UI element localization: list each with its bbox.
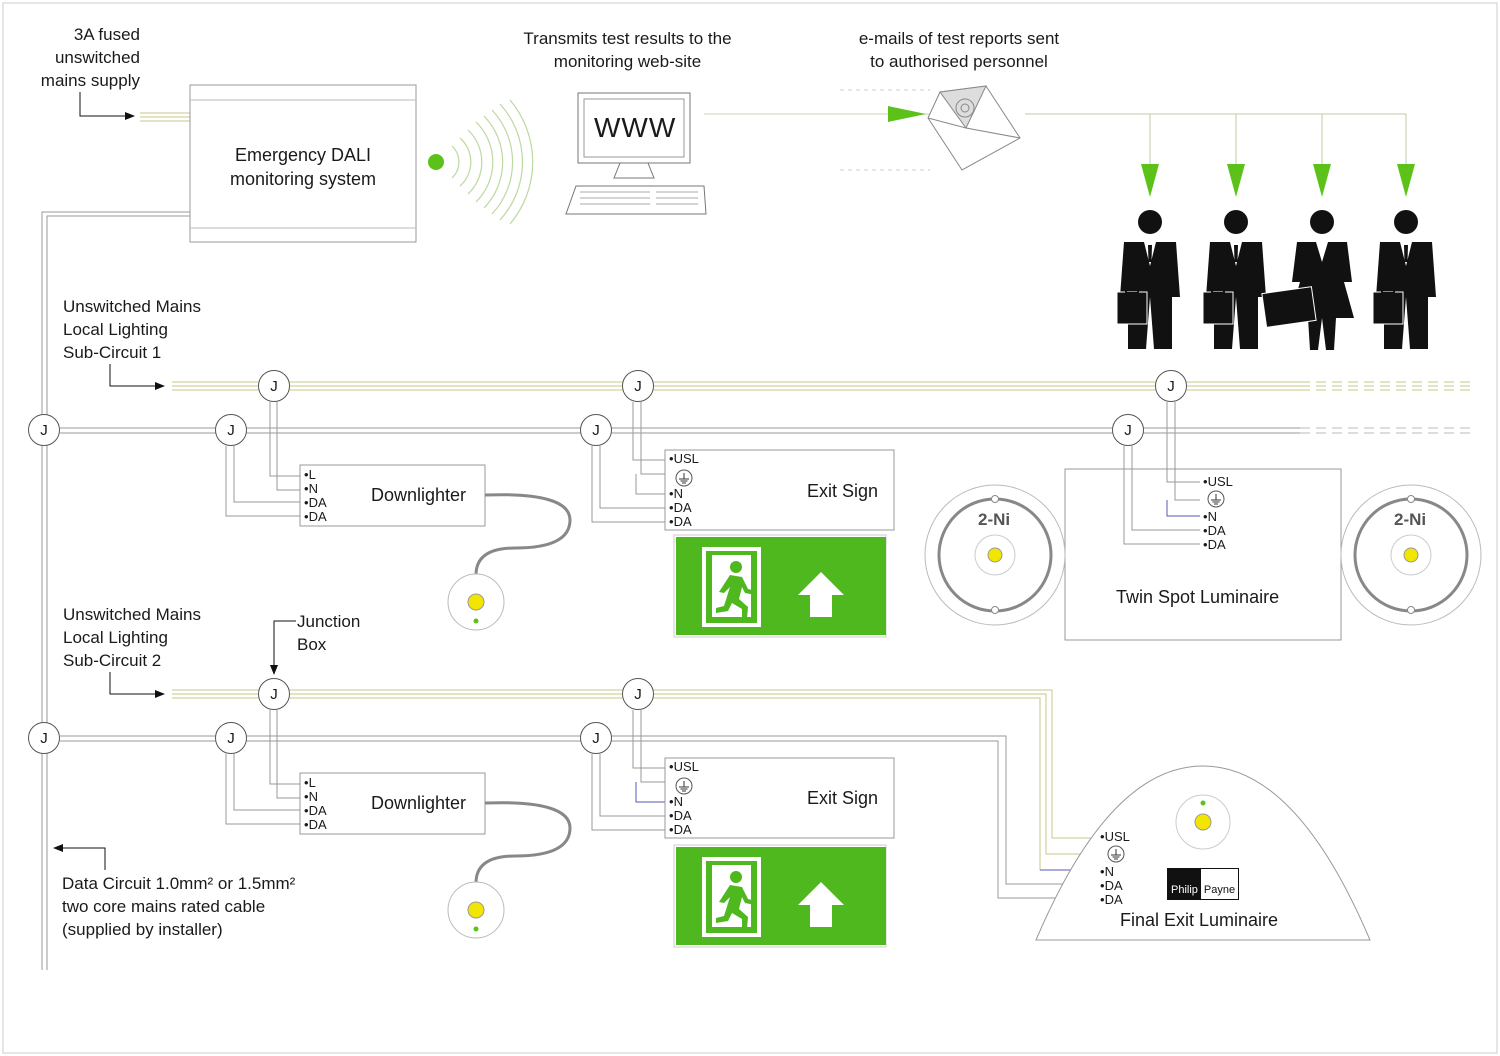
exit-sign-2-terminals: •N •DA •DA — [669, 794, 692, 837]
spot-right-icon — [1340, 484, 1482, 626]
person-with-briefcase-icon — [1116, 209, 1181, 350]
junction-box: J — [258, 678, 290, 710]
junction-box: J — [622, 370, 654, 402]
signal-dot-icon — [428, 154, 444, 170]
supply-label: 3A fused unswitched mains supply — [40, 25, 140, 90]
junction-box: J — [622, 678, 654, 710]
exit-sign-2-pictogram — [674, 845, 888, 947]
computer-icon — [565, 92, 707, 215]
email-label: e-mails of test reports sent to authoris… — [858, 29, 1060, 71]
junction-box: J — [215, 414, 247, 446]
junction-box-callout: Junction Box — [297, 612, 361, 654]
spot-left-icon — [924, 484, 1066, 626]
exit-sign-1-pictogram — [674, 535, 888, 637]
junction-box: J — [1112, 414, 1144, 446]
downlighter-2-box — [299, 772, 486, 835]
www-label: WWW — [594, 112, 677, 143]
data-circuit-label: Data Circuit 1.0mm² or 1.5mm² two core m… — [62, 874, 296, 939]
exit-sign-1-terminal-usl: •USL — [669, 451, 699, 466]
downlighter-2-label: Downlighter — [371, 793, 467, 813]
exit-sign-1-box — [664, 449, 895, 531]
earth-symbol-icon — [675, 469, 693, 487]
junction-box: J — [28, 722, 60, 754]
twin-spot-terminals: •N •DA •DA — [1203, 509, 1226, 552]
final-exit-lamp-icon — [1175, 794, 1231, 850]
earth-symbol-icon — [1107, 845, 1125, 863]
junction-box: J — [1155, 370, 1187, 402]
transmit-label: Transmits test results to the monitoring… — [523, 29, 732, 71]
junction-box: J — [28, 414, 60, 446]
exit-sign-1-label: Exit Sign — [807, 481, 879, 501]
exit-sign-1-terminals: •N •DA •DA — [669, 486, 692, 529]
battery-badge-left: 2-Ni — [978, 510, 1011, 529]
sub-circuit-2-label: Unswitched Mains Local Lighting Sub-Circ… — [63, 605, 201, 670]
person-with-briefcase-icon — [1261, 210, 1354, 350]
exit-sign-2-box — [664, 757, 895, 839]
final-exit-terminal-usl: •USL — [1100, 829, 1130, 844]
exit-sign-2-terminal-usl: •USL — [669, 759, 699, 774]
downlighter-2-terminals: •L •N •DA •DA — [304, 775, 327, 832]
earth-symbol-icon — [675, 777, 693, 795]
monitoring-system-label: Emergency DALI monitoring system — [229, 145, 377, 189]
downlighter-1-label: Downlighter — [371, 485, 467, 505]
email-envelope-icon — [927, 85, 1021, 171]
junction-box: J — [580, 722, 612, 754]
junction-box: J — [258, 370, 290, 402]
exit-sign-2-label: Exit Sign — [807, 788, 879, 808]
earth-symbol-icon — [1207, 490, 1225, 508]
person-with-briefcase-icon — [1372, 209, 1437, 350]
junction-box: J — [215, 722, 247, 754]
monitoring-system-box — [189, 84, 417, 243]
twin-spot-box — [1064, 468, 1342, 641]
final-exit-housing — [1035, 765, 1371, 941]
battery-badge-right: 2-Ni — [1394, 510, 1427, 529]
person-with-briefcase-icon — [1202, 209, 1267, 350]
twin-spot-label: Twin Spot Luminaire — [1116, 587, 1280, 607]
junction-box: J — [580, 414, 612, 446]
final-exit-label: Final Exit Luminaire — [1120, 910, 1279, 930]
sub-circuit-1-label: Unswitched Mains Local Lighting Sub-Circ… — [63, 297, 201, 362]
final-exit-terminals: •N •DA •DA — [1100, 864, 1123, 907]
twin-spot-terminal-usl: •USL — [1203, 474, 1233, 489]
downlighter-2-lamp-icon — [447, 881, 505, 939]
downlighter-1-box — [299, 464, 486, 527]
downlighter-1-lamp-icon — [447, 573, 505, 631]
downlighter-1-terminals: •L •N •DA •DA — [304, 467, 327, 524]
